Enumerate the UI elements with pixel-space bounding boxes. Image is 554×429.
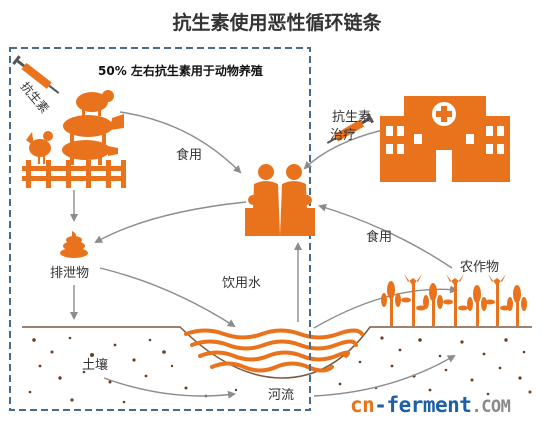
label-crops: 农作物 (460, 260, 500, 275)
watermark-part-cn: cn (350, 393, 375, 417)
soil-particles (28, 336, 532, 404)
excrement-icon (60, 231, 88, 258)
crops-icon (381, 274, 527, 326)
river-waves (184, 328, 364, 373)
arrow-soil-to-river (103, 377, 236, 399)
label-treatment: 治疗 (330, 128, 357, 143)
arrow-river-to-soil-right (313, 354, 456, 397)
label-drinking-water: 饮用水 (222, 276, 262, 291)
hospital-syringe-icon (326, 113, 375, 144)
label-river: 河流 (268, 388, 295, 403)
arrow-excrement-to-river (99, 267, 236, 328)
arrow-crops-to-people (318, 203, 453, 269)
label-antibiotic-hospital: 抗生素 (332, 110, 372, 125)
flow-arrows (70, 111, 458, 399)
label-eat-meat: 食用 (176, 148, 203, 163)
arrow-people-to-excrement (94, 201, 247, 243)
label-eat-crops: 食用 (366, 230, 393, 245)
family-icon (245, 164, 315, 236)
hospital-icon (380, 96, 510, 182)
watermark-part-com: .COM (471, 397, 511, 417)
syringe-icon (12, 55, 60, 94)
label-soil: 土壤 (82, 358, 109, 373)
farm-animals-icon (22, 90, 126, 188)
farming-share-note: 50% 左右抗生素用于动物养殖 (98, 64, 263, 78)
label-excrement: 排泄物 (50, 266, 90, 281)
arrow-river-to-crops (313, 285, 458, 329)
watermark-logo: cn-ferment.COM (350, 393, 511, 417)
ground-line (22, 326, 532, 379)
diagram-title: 抗生素使用恶性循环链条 (172, 12, 382, 34)
arrow-animals-to-people (119, 111, 242, 174)
watermark-part-ferment: -ferment (374, 393, 472, 417)
animal-farming-frame (9, 47, 311, 411)
